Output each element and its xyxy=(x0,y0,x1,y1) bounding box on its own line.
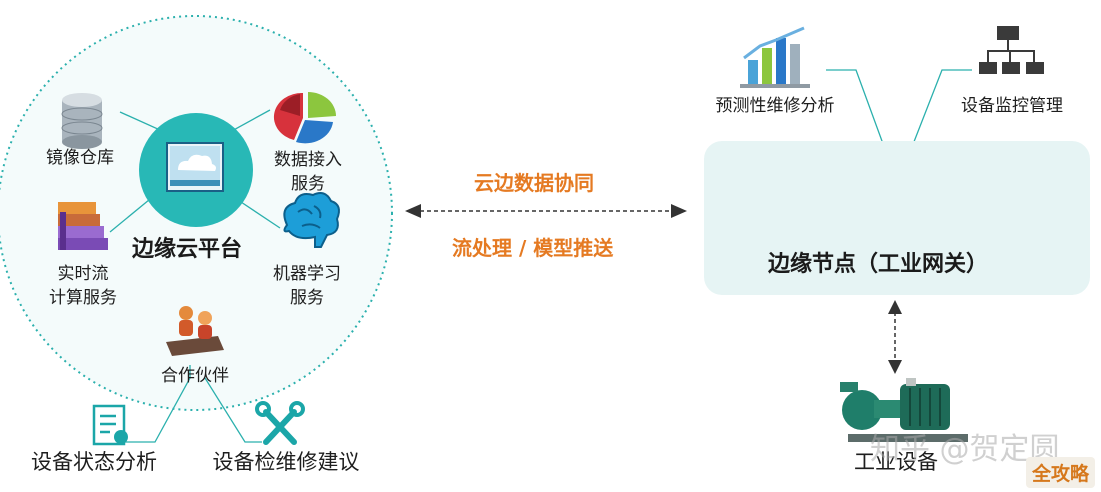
data-label-line2: 服务 xyxy=(291,174,325,194)
platform-item-ml: 机器学习 服务 xyxy=(262,262,352,310)
platform-item-partner: 合作伙伴 xyxy=(150,364,240,388)
ml-label-line1: 机器学习 xyxy=(273,264,341,284)
repair-suggestion-label: 设备检维修建议 xyxy=(212,450,360,474)
people-icon xyxy=(166,306,224,356)
pie-chart-icon xyxy=(273,92,336,144)
device-arrow xyxy=(888,300,902,374)
platform-connectors xyxy=(109,109,281,443)
edge-node-title: 边缘节点（工业网关） xyxy=(768,252,989,277)
bar-chart-icon xyxy=(740,26,810,88)
brain-icon xyxy=(283,192,340,248)
platform-title: 边缘云平台 xyxy=(132,237,243,262)
device-label: 工业设备 xyxy=(854,450,938,474)
pump-icon xyxy=(840,378,968,442)
ml-label-line2: 服务 xyxy=(290,288,324,308)
predict-label: 预测性维修分析 xyxy=(715,96,835,116)
stream-label-line1: 实时流 xyxy=(57,264,109,284)
platform-item-stream: 实时流 计算服务 xyxy=(38,262,128,310)
stream-push-label: 流处理 / 模型推送 xyxy=(452,236,614,260)
partner-label: 合作伙伴 xyxy=(161,366,229,386)
edge-node-box xyxy=(704,141,1090,295)
mirror-label: 镜像仓库 xyxy=(46,148,114,168)
platform-item-data: 数据接入 服务 xyxy=(268,148,348,196)
monitor-label: 设备监控管理 xyxy=(961,96,1063,116)
sync-arrow xyxy=(405,204,687,218)
document-icon xyxy=(92,404,128,446)
node-connectors xyxy=(826,69,972,153)
cloud-icon xyxy=(166,142,224,192)
tools-icon xyxy=(255,401,305,445)
platform-item-mirror: 镜像仓库 xyxy=(40,146,120,170)
network-icon xyxy=(979,26,1044,74)
stream-label-line2: 计算服务 xyxy=(49,288,117,308)
corner-badge: 全攻略 xyxy=(1025,457,1095,488)
sync-label: 云边数据协同 xyxy=(474,171,594,195)
stacked-blocks-icon xyxy=(58,202,108,250)
status-analysis-label: 设备状态分析 xyxy=(31,450,157,474)
database-icon xyxy=(61,93,103,149)
data-label-line1: 数据接入 xyxy=(274,150,342,170)
